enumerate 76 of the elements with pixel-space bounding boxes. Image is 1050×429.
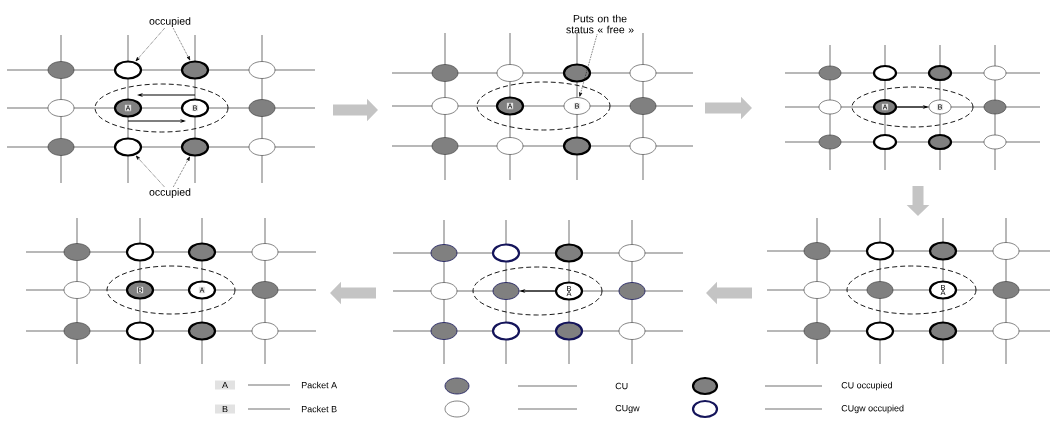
grid-circle	[992, 322, 1020, 340]
grid-circle	[818, 65, 842, 81]
grid-circle	[251, 243, 279, 261]
grid-circle	[872, 133, 898, 151]
grid-circle	[554, 243, 584, 263]
grid-circle	[803, 322, 831, 340]
annotation-text: occupied	[149, 17, 191, 27]
grid-circle	[983, 65, 1007, 81]
grid-circle	[992, 281, 1020, 299]
grid-circle	[927, 133, 953, 151]
grid-circle	[803, 242, 831, 260]
grid-circle	[63, 322, 91, 340]
grid-circle	[866, 281, 894, 299]
grid-circle	[992, 242, 1020, 260]
grid-circle	[251, 322, 279, 340]
legend-text: Packet A	[301, 381, 338, 389]
grid-circle	[47, 138, 75, 156]
legend-text: CUgw	[615, 404, 640, 414]
grid-circle	[180, 60, 210, 80]
grid-circle	[187, 321, 217, 341]
grid-circle	[983, 134, 1007, 150]
legend-text: Packet B	[301, 405, 337, 413]
grid-circle	[928, 241, 958, 261]
grid-circle	[113, 60, 143, 80]
grid-circle	[928, 321, 958, 341]
grid-circle	[983, 99, 1007, 115]
grid-circle	[496, 64, 524, 82]
leader-line	[579, 34, 598, 97]
grid-circle	[430, 244, 458, 262]
grid-circle	[180, 137, 210, 157]
legend-text: CU occupied	[841, 381, 892, 391]
grid-circle	[803, 281, 831, 299]
grid-circle	[125, 242, 155, 262]
grid-circle	[187, 242, 217, 262]
grid-circle	[818, 134, 842, 150]
leader-line	[135, 155, 165, 188]
annotation-text: occupied	[149, 188, 191, 198]
legend-text: CU	[615, 382, 628, 390]
grid-circle	[618, 322, 646, 340]
grid-circle	[618, 244, 646, 262]
grid-circle	[431, 97, 459, 115]
grid-circle	[491, 243, 521, 263]
grid-circle	[629, 97, 657, 115]
grid-circle	[63, 281, 91, 299]
grid-circle	[872, 64, 898, 82]
grid-circle	[430, 282, 458, 300]
annotation-text: Puts on the status « free »	[566, 14, 634, 34]
grid-circle	[629, 137, 657, 155]
grid-circle	[248, 99, 276, 117]
grid-circle	[248, 61, 276, 79]
leader-line	[172, 156, 190, 188]
grid-circle	[430, 322, 458, 340]
grid-circle	[865, 241, 895, 261]
grid-circle	[431, 137, 459, 155]
grid-circle	[431, 64, 459, 82]
grid-circle	[47, 61, 75, 79]
grid-circle	[562, 63, 592, 83]
grid-circle	[865, 321, 895, 341]
grid-circle	[63, 243, 91, 261]
grid-circle	[562, 136, 592, 156]
grid-circle	[492, 282, 520, 300]
grid-circle	[927, 64, 953, 82]
grid-circle	[618, 282, 646, 300]
grid-circle	[818, 99, 842, 115]
leader-line	[172, 27, 191, 61]
grid-circle	[491, 321, 521, 341]
grid-circle	[113, 137, 143, 157]
grid-circle	[125, 321, 155, 341]
grid-circle	[496, 137, 524, 155]
legend-text: CUgw occupied	[841, 404, 904, 414]
grid-circle	[248, 138, 276, 156]
grid-circle	[251, 281, 279, 299]
grid-circle	[554, 321, 584, 341]
grid-circle	[629, 64, 657, 82]
grid-circle	[47, 99, 75, 117]
leader-line	[135, 27, 166, 62]
